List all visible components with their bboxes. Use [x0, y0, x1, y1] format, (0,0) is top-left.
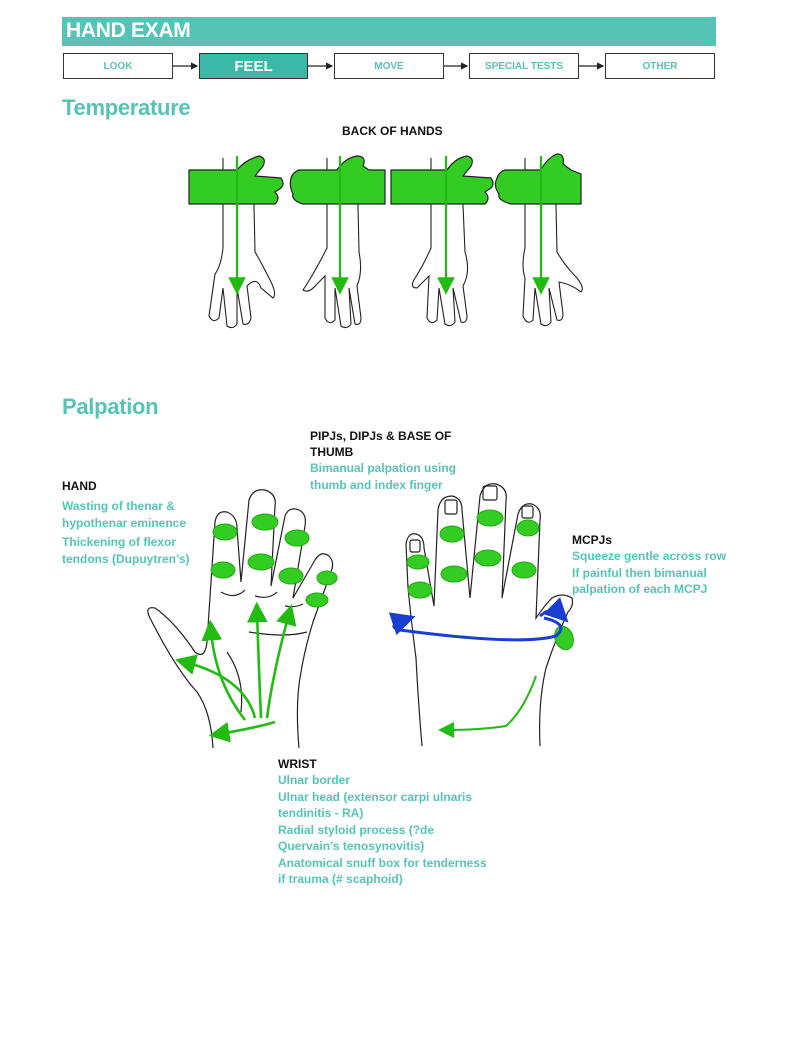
- patient-hand-icon: [411, 157, 469, 327]
- joint-marker: [476, 509, 504, 527]
- joint-marker: [516, 519, 540, 537]
- step-label: OTHER: [642, 60, 678, 72]
- step-label: MOVE: [374, 60, 404, 72]
- joint-marker: [474, 549, 502, 567]
- patient-hand-icon: [208, 157, 276, 329]
- joint-marker: [251, 513, 279, 531]
- joint-marker: [284, 529, 310, 547]
- palpation-title: Palpation: [62, 394, 159, 419]
- temperature-title: Temperature: [62, 95, 191, 120]
- joint-markers: [406, 509, 574, 651]
- step-feel[interactable]: FEEL: [199, 53, 308, 79]
- joint-marker: [511, 561, 537, 579]
- wrist-heading: WRIST: [278, 757, 317, 771]
- joint-marker: [439, 525, 465, 543]
- mcpj-heading: MCPJs: [572, 533, 613, 547]
- hand-heading: HAND: [62, 479, 97, 493]
- joint-marker: [406, 554, 430, 570]
- palm-hand-illustration: [147, 489, 338, 749]
- mcpj-notes: Squeeze gentle across row If painful the…: [572, 549, 727, 596]
- step-arrows: [173, 62, 605, 70]
- arrow-icon: [201, 619, 247, 721]
- examiner-hand-icon: [188, 153, 582, 205]
- step-label: FEEL: [234, 57, 273, 75]
- arrow-icon: [265, 603, 297, 719]
- joint-marker: [316, 570, 338, 586]
- joint-marker: [278, 567, 304, 585]
- back-of-hands-caption: BACK OF HANDS: [342, 124, 443, 138]
- arrow-icon: [208, 720, 276, 743]
- temperature-illustration: [188, 153, 583, 329]
- pipj-notes: Bimanual palpation using thumb and index…: [310, 461, 457, 492]
- arrow-icon: [174, 654, 257, 719]
- wrist-notes: Ulnar border Ulnar head (extensor carpi …: [278, 773, 487, 886]
- joint-marker: [210, 561, 236, 579]
- step-label: SPECIAL TESTS: [484, 60, 564, 72]
- joint-marker: [212, 523, 238, 541]
- step-look[interactable]: LOOK: [63, 53, 173, 79]
- joint-marker: [554, 625, 574, 651]
- arrow-icon: [438, 675, 537, 738]
- joint-marker: [247, 553, 275, 571]
- arrow-icon: [246, 601, 268, 719]
- pipj-heading: PIPJs, DIPJs & BASE OF THUMB: [310, 429, 452, 459]
- joint-marker: [305, 592, 329, 608]
- back-hand-icon: [405, 483, 574, 747]
- step-special-tests[interactable]: SPECIAL TESTS: [469, 53, 579, 79]
- palm-hand-icon: [147, 489, 334, 749]
- joint-markers: [210, 513, 338, 608]
- page-title: HAND EXAM: [66, 19, 191, 42]
- step-other[interactable]: OTHER: [605, 53, 715, 79]
- squeeze-arrow-icon: [388, 612, 563, 642]
- hand-notes: Wasting of thenar & hypothenar eminence …: [62, 499, 190, 566]
- joint-marker: [407, 581, 433, 599]
- joint-marker: [440, 565, 468, 583]
- back-hand-illustration: [388, 483, 574, 747]
- palpation-arrows: [174, 601, 297, 743]
- step-label: LOOK: [103, 60, 133, 72]
- header-bar: HAND EXAM: [62, 17, 716, 46]
- patient-hand-icon: [302, 157, 362, 329]
- step-move[interactable]: MOVE: [334, 53, 444, 79]
- patient-hand-icon: [522, 157, 583, 327]
- squeeze-arrow-icon: [539, 597, 569, 623]
